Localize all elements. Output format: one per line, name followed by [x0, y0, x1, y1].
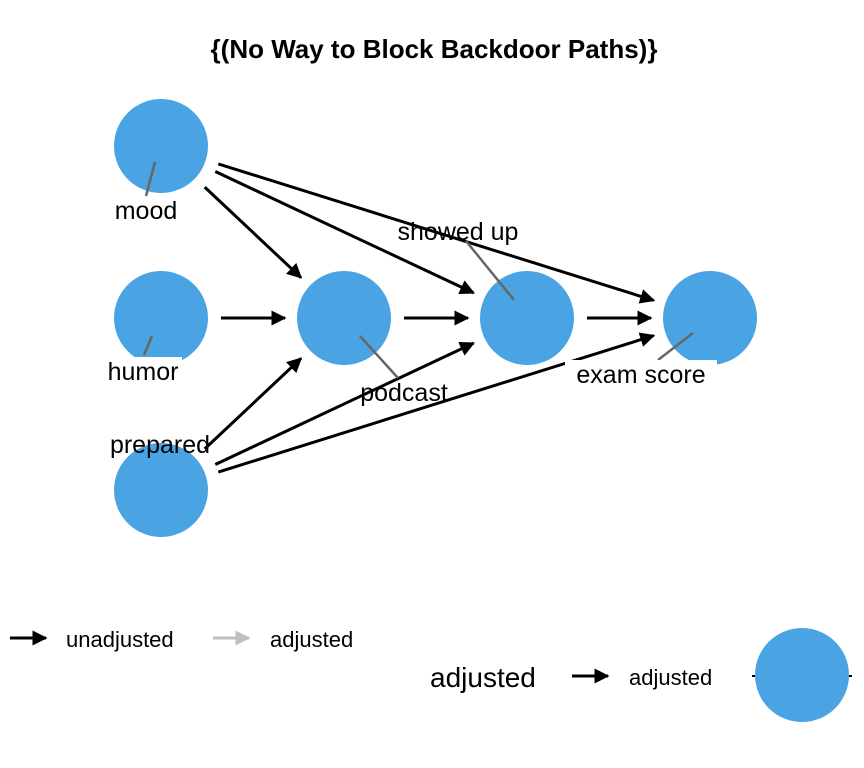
- label-leader-podcast: [359, 335, 399, 379]
- edge-prepared-to-podcast: [203, 357, 303, 450]
- node-mood[interactable]: [114, 99, 208, 193]
- node-label-mood: mood: [115, 197, 178, 225]
- node-label-showed-up: showed up: [398, 218, 519, 246]
- edge-legend: unadjusted adjusted: [10, 627, 353, 652]
- node-label-humor: humor: [108, 358, 179, 386]
- legend-adjusted-label: adjusted: [270, 627, 353, 652]
- diagram-title: {(No Way to Block Backdoor Paths)}: [211, 34, 658, 64]
- node-humor[interactable]: [114, 271, 208, 365]
- node-showed-up[interactable]: [480, 271, 574, 365]
- nodes-layer: [114, 99, 757, 537]
- node-exam-score[interactable]: [663, 271, 757, 365]
- node-label-podcast: podcast: [360, 379, 448, 407]
- label-leader-showed-up: [465, 240, 515, 301]
- edge-mood-to-podcast: [203, 186, 303, 279]
- edges-layer: [203, 162, 656, 474]
- node-prepared[interactable]: [114, 443, 208, 537]
- node-label-exam-score: exam score: [576, 361, 705, 389]
- label-leader-mood: [144, 161, 157, 197]
- legend-unadjusted-label: unadjusted: [66, 627, 174, 652]
- node-legend-item-label: adjusted: [629, 665, 712, 690]
- node-legend-title: adjusted: [430, 662, 536, 693]
- node-label-background-exam-score: [565, 360, 717, 392]
- edge-mood-to-showed-up: [214, 170, 475, 295]
- label-leader-humor: [142, 335, 154, 356]
- node-legend-key-circle: [755, 628, 849, 722]
- node-label-background-humor: [100, 357, 182, 389]
- node-legend: adjusted adjusted: [430, 628, 852, 722]
- edge-mood-to-exam-score: [217, 162, 656, 304]
- label-leaders-layer: [142, 161, 694, 379]
- node-labels-layer: mood humor prepared podcast showed up exam sc…: [100, 197, 717, 459]
- node-podcast[interactable]: [297, 271, 391, 365]
- edge-prepared-to-showed-up: [214, 341, 475, 466]
- label-leader-exam-score: [657, 332, 694, 361]
- edge-prepared-to-exam-score: [217, 332, 656, 474]
- node-label-prepared: prepared: [110, 431, 210, 459]
